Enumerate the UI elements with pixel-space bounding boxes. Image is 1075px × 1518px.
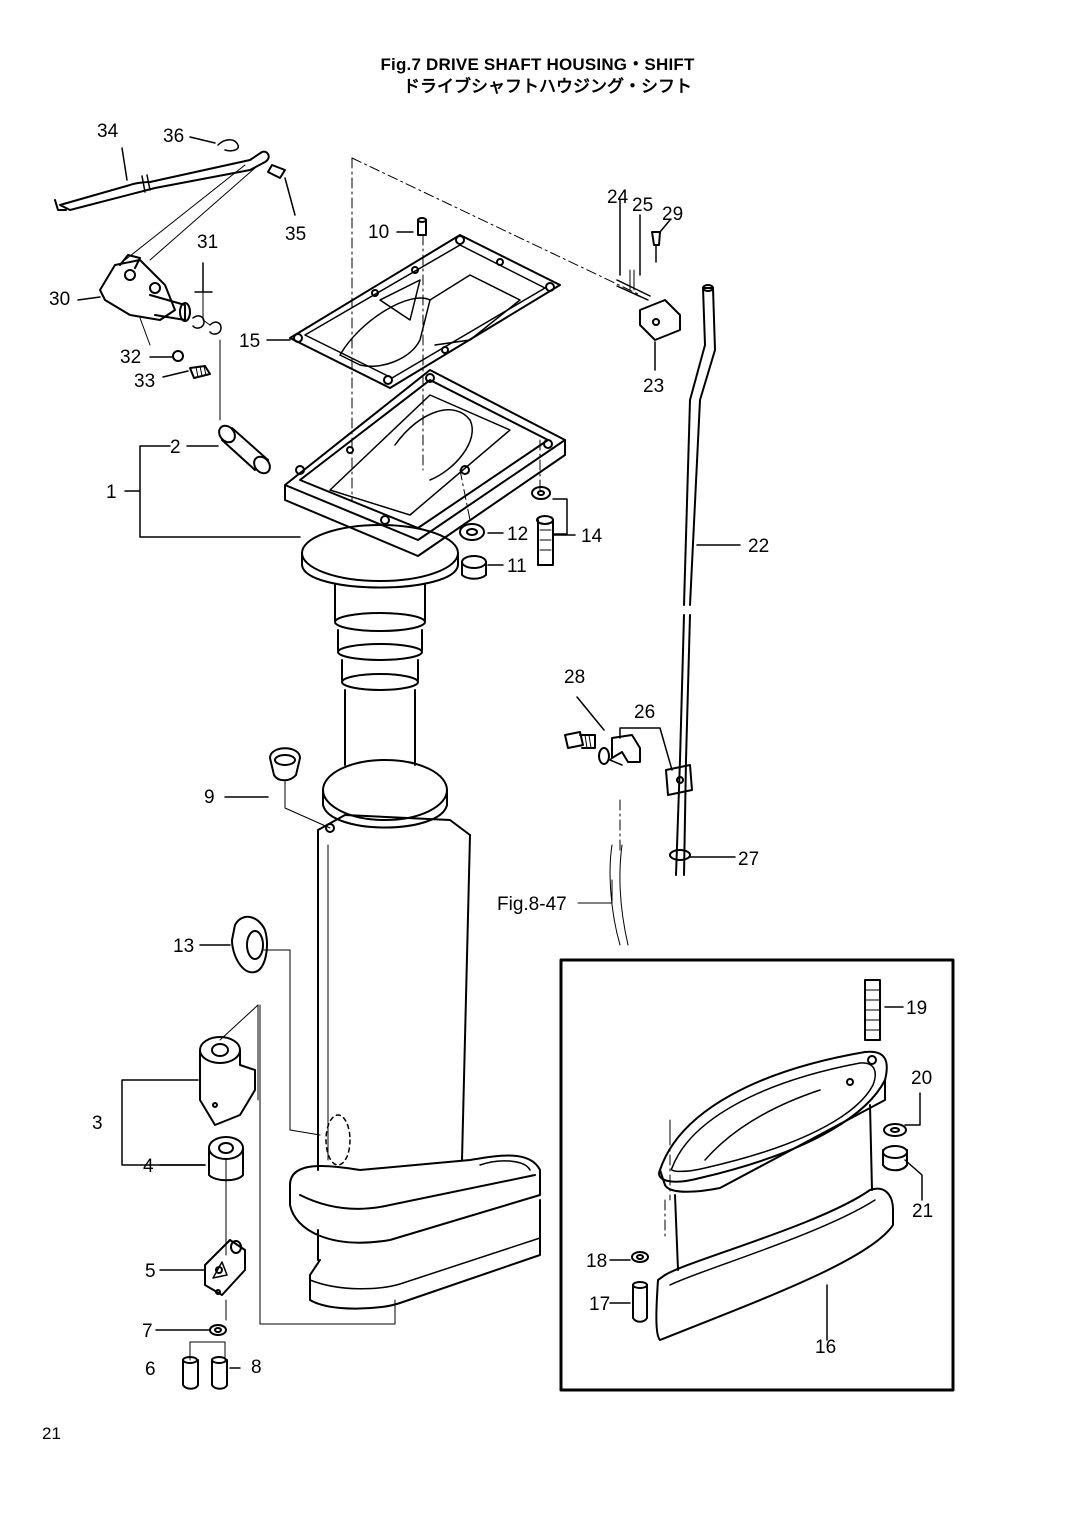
label-27: 27 [738,849,759,870]
label-22: 22 [748,536,769,557]
shift-lever-assembly [54,139,286,421]
label-25: 25 [632,195,653,216]
label-20: 20 [911,1068,932,1089]
label-26: 26 [634,702,655,723]
label-1: 1 [106,482,117,503]
label-10: 10 [368,222,389,243]
spacer-plate [655,1050,894,1341]
page-number: 21 [42,1424,61,1443]
label-7: 7 [142,1321,153,1342]
gasket [289,234,561,389]
label-18: 18 [586,1251,607,1272]
shift-rod [665,284,716,876]
label-11: 11 [507,556,527,577]
label-21: 21 [912,1201,933,1222]
label-15: 15 [239,331,260,352]
inset-hardware [631,979,908,1323]
label-2: 2 [170,437,181,458]
bushing [218,424,271,475]
label-6: 6 [145,1359,156,1380]
inset-frame [559,958,955,1392]
label-24: 24 [607,187,629,208]
label-28: 28 [564,667,585,688]
shift-rod-connector [564,731,641,946]
label-33: 33 [134,371,155,392]
figure-title: Fig.7 DRIVE SHAFT HOUSING・SHIFT [380,55,695,74]
label-13: 13 [173,936,194,957]
label-9: 9 [204,787,215,808]
figure-title-japanese: ドライブシャフトハウジング・シフト [403,77,692,96]
label-16: 16 [815,1337,836,1358]
label-4: 4 [143,1156,154,1177]
reference-fig8-47: Fig.8-47 [497,894,567,915]
label-34: 34 [97,121,119,142]
label-17: 17 [589,1294,610,1315]
label-23: 23 [643,376,664,397]
grommet-plug [269,747,301,782]
rod-holder-assembly [417,217,681,341]
lower-mount-assembly [182,1004,396,1390]
label-19: 19 [906,998,927,1019]
label-30: 30 [49,289,70,310]
label-29: 29 [662,204,683,225]
label-35: 35 [285,224,306,245]
mount-hardware [459,486,554,580]
label-14: 14 [581,526,603,547]
drive-shaft-housing [284,369,566,1310]
part-labels: 34 36 35 10 31 30 32 33 15 2 1 12 14 11 … [49,121,933,1380]
label-32: 32 [120,347,141,368]
label-12: 12 [507,524,528,545]
label-8: 8 [251,1357,262,1378]
label-31: 31 [197,232,218,253]
label-3: 3 [92,1113,103,1134]
rubber-seal [231,915,268,974]
alignment-lines [351,157,671,1241]
leader-lines [77,136,923,1369]
label-5: 5 [145,1261,156,1282]
label-36: 36 [163,126,184,147]
